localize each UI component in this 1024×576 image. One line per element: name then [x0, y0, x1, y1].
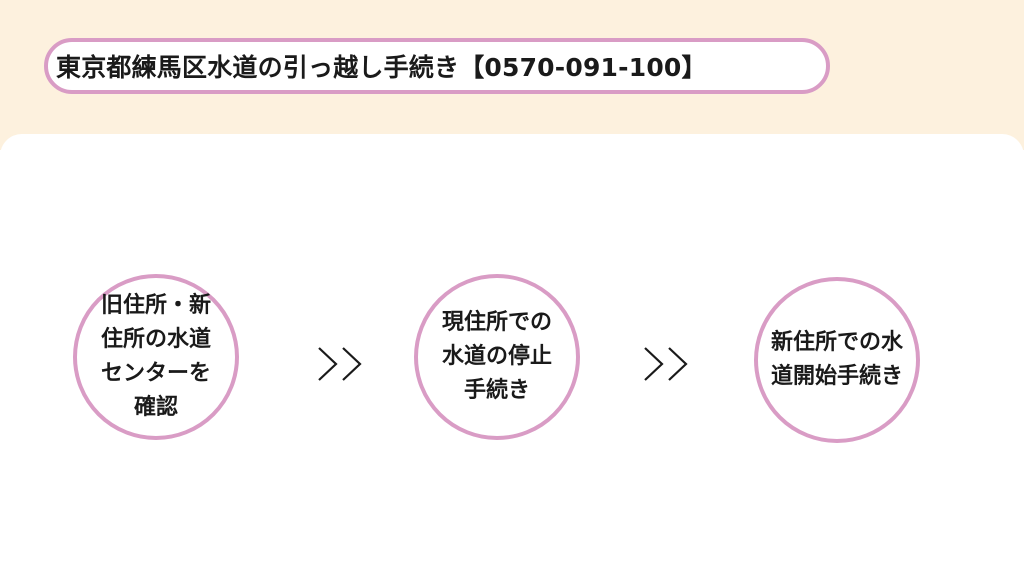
step-label-1: 旧住所・新 住所の水道 センターを 確認	[100, 293, 211, 420]
double-chevron-right-icon	[318, 347, 362, 381]
step-label-2: 現住所での 水道の停止 手続き	[441, 310, 552, 403]
title-box: 東京都練馬区水道の引っ越し手続き【0570-091-100】	[44, 38, 830, 94]
step-circle-3: 新住所での水 道開始手続き	[754, 277, 920, 443]
page-title: 東京都練馬区水道の引っ越し手続き【0570-091-100】	[56, 53, 707, 82]
step-label-3: 新住所での水 道開始手続き	[770, 330, 903, 389]
step-circle-2: 現住所での 水道の停止 手続き	[414, 274, 580, 440]
double-chevron-right-icon	[644, 347, 688, 381]
step-circle-1: 旧住所・新 住所の水道 センターを 確認	[73, 274, 239, 440]
